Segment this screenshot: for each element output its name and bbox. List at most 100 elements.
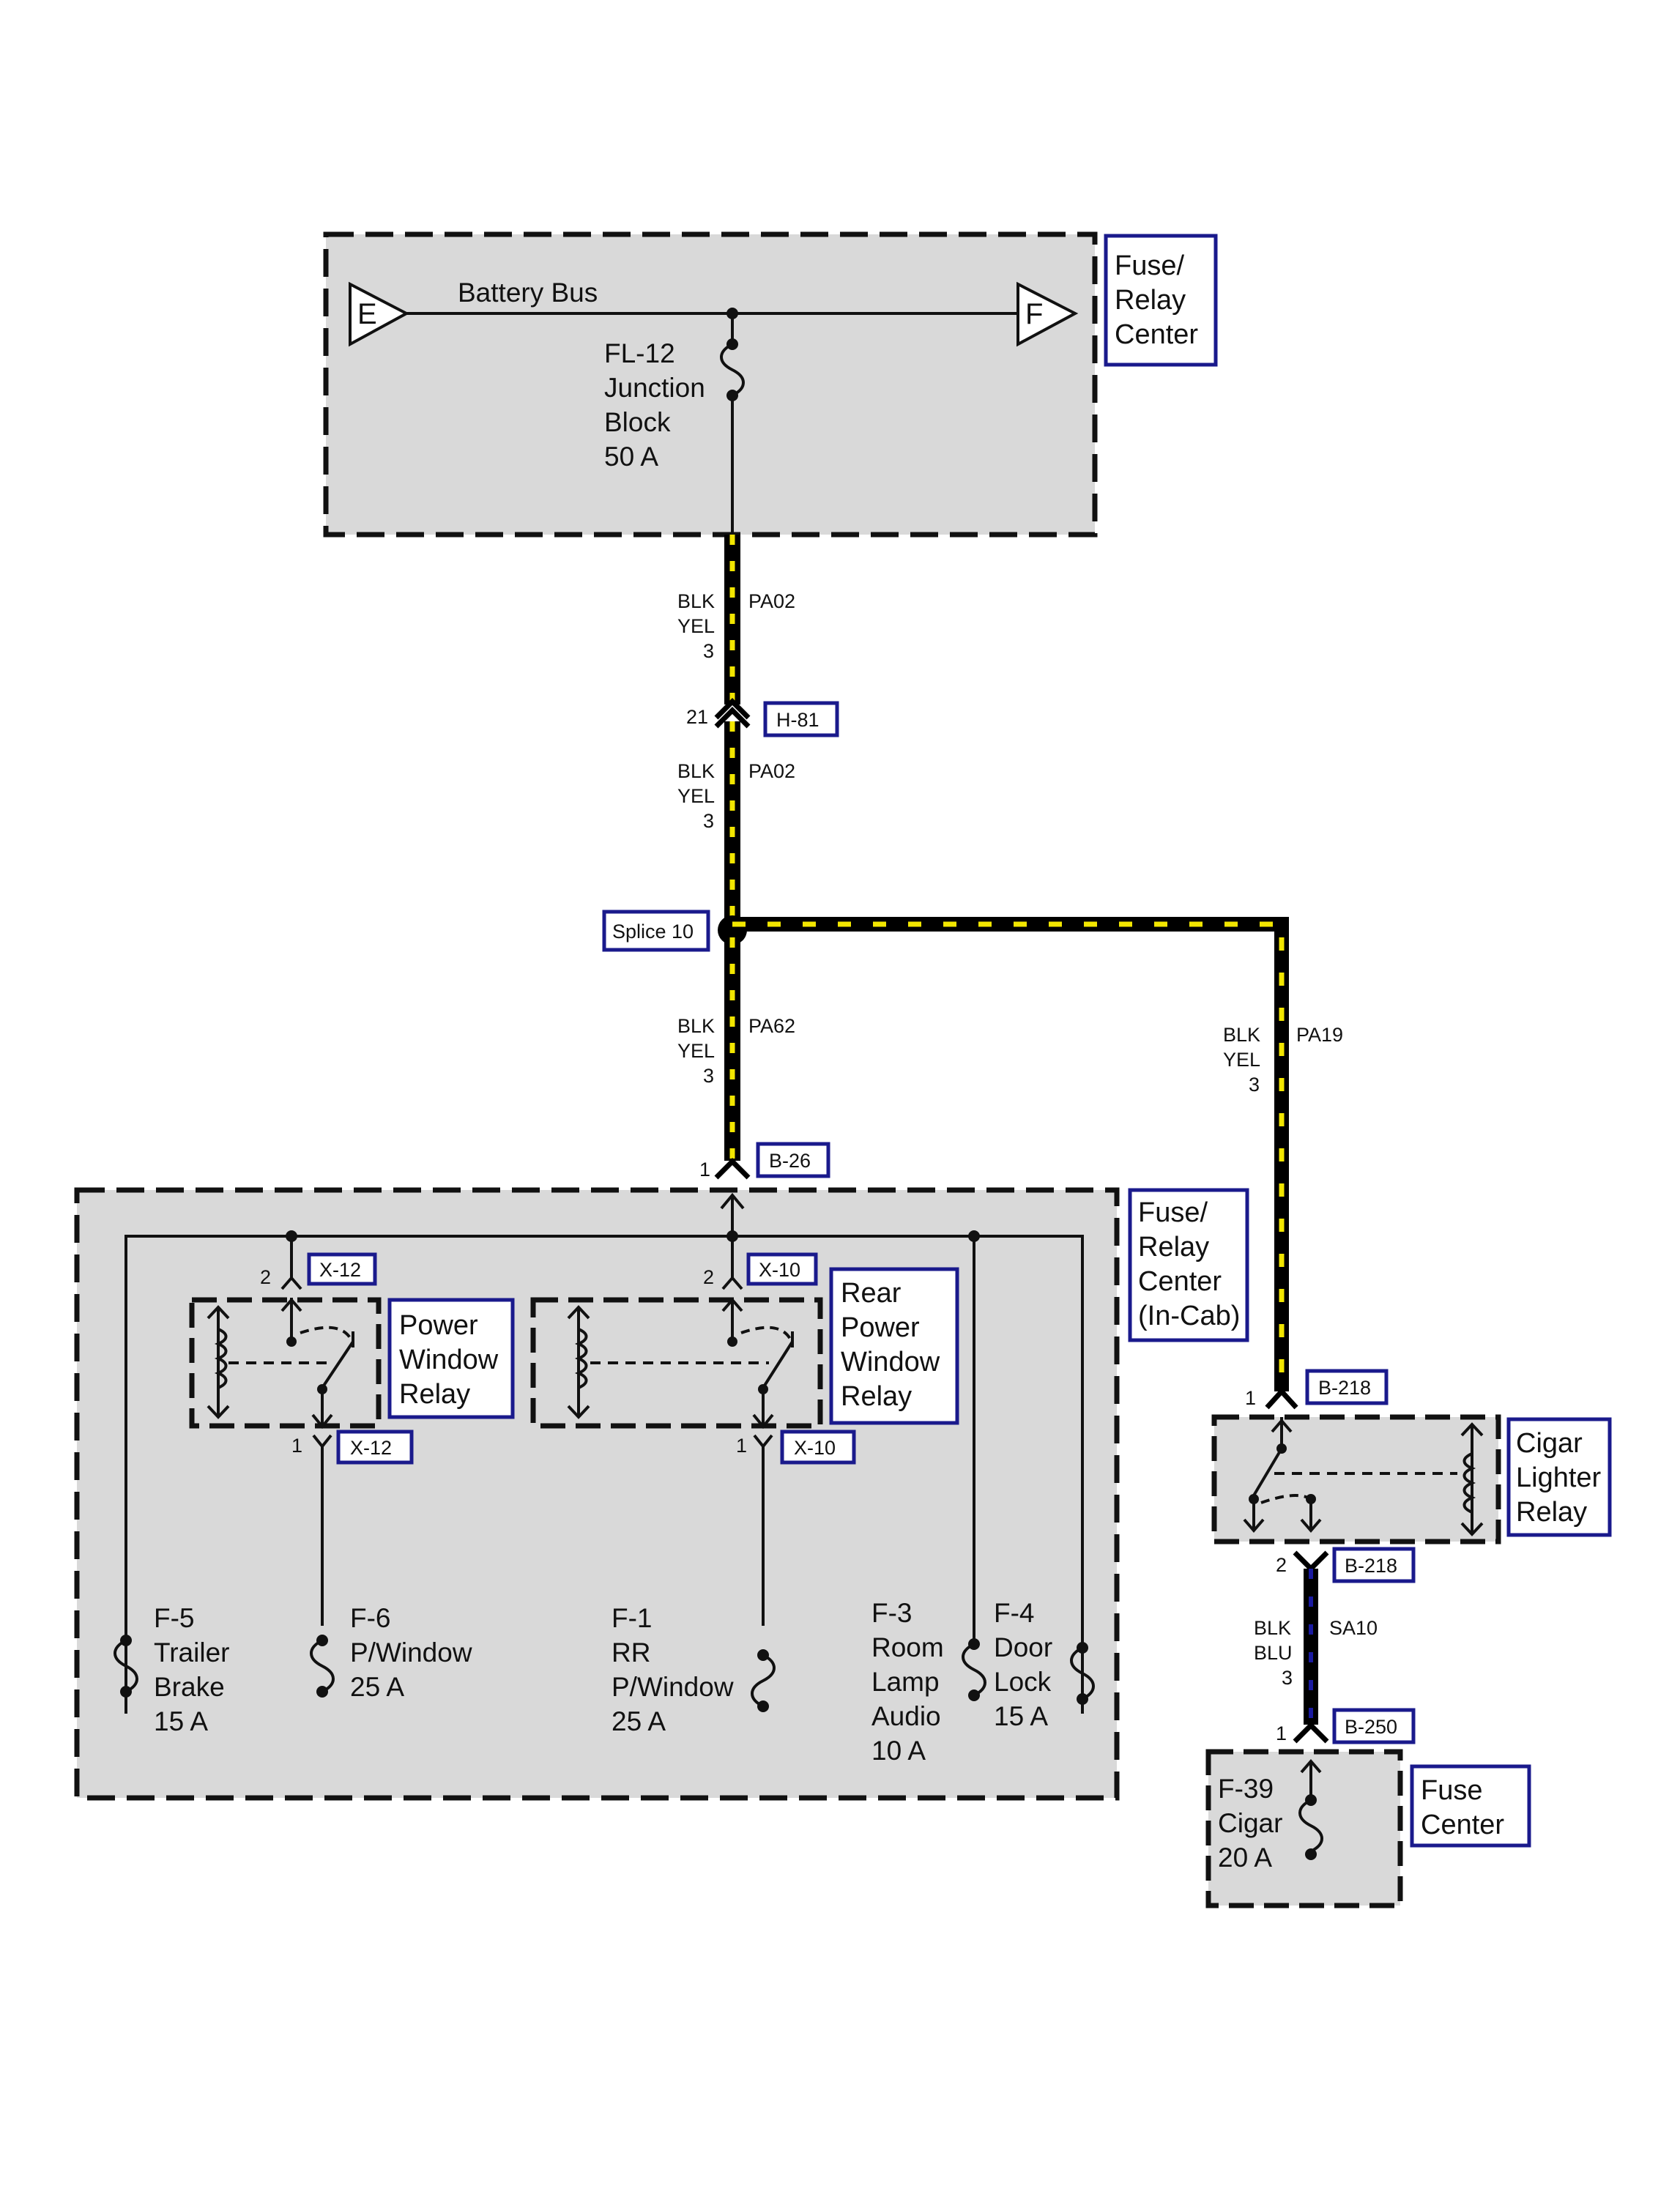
svg-text:2: 2 (703, 1266, 714, 1288)
svg-text:1: 1 (736, 1435, 747, 1457)
svg-text:1: 1 (1276, 1722, 1287, 1744)
fuse-f3-label-1: F-3 (871, 1598, 913, 1628)
svg-text:1: 1 (699, 1159, 710, 1181)
svg-text:Power: Power (399, 1310, 478, 1341)
battery-bus-label: Battery Bus (458, 278, 598, 308)
svg-text:2: 2 (1276, 1554, 1287, 1576)
fuse-f1-label-1: F-1 (612, 1603, 653, 1633)
fuse-f5-label-2: Trailer (154, 1637, 229, 1668)
svg-text:(In-Cab): (In-Cab) (1138, 1301, 1240, 1331)
connector-b26: 1 B-26 (699, 1142, 830, 1181)
fuse-fl12-label-2: Junction (604, 373, 705, 403)
harness-pa19 (732, 917, 1289, 1391)
in-cab-fuse-relay-center: 2 X-12 1 X-12 Power Window Relay (74, 1187, 1120, 1801)
fuse-f4-label-4: 15 A (994, 1701, 1048, 1731)
rear-power-window-relay-tag: Rear Power Window Relay (829, 1267, 959, 1425)
svg-text:B-218: B-218 (1318, 1377, 1371, 1399)
svg-text:Center: Center (1115, 319, 1198, 350)
fuse-center: F-39 Cigar 20 A (1205, 1749, 1403, 1908)
top-panel-tag: Fuse/ Relay Center (1104, 234, 1218, 367)
svg-text:Cigar: Cigar (1516, 1428, 1583, 1459)
svg-text:2: 2 (260, 1266, 271, 1288)
cigar-lighter-relay (1211, 1414, 1501, 1544)
svg-text:PA02: PA02 (748, 590, 795, 612)
svg-text:BLK: BLK (1254, 1617, 1291, 1639)
svg-text:PA19: PA19 (1296, 1024, 1343, 1046)
svg-text:X-10: X-10 (759, 1259, 800, 1281)
svg-text:3: 3 (703, 1065, 714, 1087)
svg-text:BLK: BLK (677, 590, 715, 612)
fuse-f5-label-3: Brake (154, 1672, 225, 1702)
svg-text:3: 3 (703, 810, 714, 832)
fuse-fl12 (720, 313, 745, 535)
svg-text:B-218: B-218 (1345, 1555, 1397, 1577)
top-fuse-relay-center: Battery Bus E F FL-12 Junction Block 50 … (323, 231, 1098, 538)
svg-text:Center: Center (1421, 1810, 1504, 1840)
fuse-f3-label-5: 10 A (871, 1736, 926, 1766)
fuse-f39-label-3: 20 A (1218, 1843, 1272, 1873)
svg-text:BLK: BLK (677, 1015, 715, 1037)
svg-text:3: 3 (1249, 1074, 1260, 1096)
svg-text:Fuse/: Fuse/ (1115, 250, 1184, 281)
svg-text:BLK: BLK (1223, 1024, 1260, 1046)
svg-text:21: 21 (686, 706, 708, 728)
connector-h81: 21 H-81 (686, 698, 839, 737)
connector-e: E (349, 281, 410, 347)
svg-text:3: 3 (1282, 1667, 1293, 1689)
wire-pa19-label: BLK YEL 3 PA19 (1223, 1024, 1343, 1096)
svg-text:Relay: Relay (399, 1379, 470, 1410)
wire-sa10-label: BLK BLU 3 SA10 (1254, 1617, 1378, 1689)
svg-text:Rear: Rear (841, 1278, 902, 1309)
svg-text:H-81: H-81 (776, 709, 819, 731)
power-window-relay-tag: Power Window Relay (387, 1298, 515, 1419)
fuse-f3 (962, 1236, 986, 1701)
connector-x10-bottom: 1 X-10 (736, 1430, 856, 1465)
fuse-fl12-label-3: Block (604, 407, 671, 437)
wire-pa02-lower-label: BLK YEL 3 PA02 (677, 760, 795, 832)
svg-text:Relay: Relay (1516, 1497, 1587, 1528)
fuse-f39-label-1: F-39 (1218, 1774, 1274, 1804)
cigar-lighter-relay-tag: Cigar Lighter Relay (1506, 1417, 1612, 1537)
svg-text:X-12: X-12 (319, 1259, 361, 1281)
svg-text:YEL: YEL (677, 615, 715, 637)
svg-text:Relay: Relay (841, 1381, 912, 1412)
svg-text:PA62: PA62 (748, 1015, 795, 1037)
svg-text:1: 1 (291, 1435, 302, 1457)
fuse-fl12-label-4: 50 A (604, 442, 658, 472)
fuse-center-tag: Fuse Center (1410, 1764, 1531, 1848)
svg-text:Window: Window (841, 1347, 940, 1378)
fuse-f1-label-4: 25 A (612, 1706, 666, 1736)
svg-text:BLU: BLU (1254, 1642, 1293, 1664)
svg-text:3: 3 (703, 640, 714, 662)
fuse-f4-label-3: Lock (994, 1667, 1052, 1697)
svg-text:Window: Window (399, 1345, 499, 1375)
fuse-f5 (114, 1236, 138, 1698)
svg-text:E: E (357, 298, 377, 330)
in-cab-panel-tag: Fuse/ Relay Center (In-Cab) (1128, 1188, 1249, 1342)
fuse-f6-label-1: F-6 (350, 1603, 391, 1633)
rear-power-window-relay (530, 1236, 823, 1626)
svg-text:Power: Power (841, 1312, 920, 1343)
svg-text:Fuse: Fuse (1421, 1775, 1482, 1806)
fuse-f3-label-2: Room (871, 1632, 944, 1662)
fuse-f1-label-3: P/Window (612, 1672, 734, 1702)
svg-text:X-10: X-10 (794, 1437, 836, 1459)
svg-text:YEL: YEL (677, 785, 715, 807)
svg-text:BLK: BLK (677, 760, 715, 782)
connector-b218-bottom: 2 B-218 (1276, 1547, 1416, 1583)
svg-text:PA02: PA02 (748, 760, 795, 782)
connector-x12-bottom: 1 X-12 (291, 1430, 414, 1465)
connector-x10-top: 2 X-10 (703, 1252, 818, 1288)
fuse-f5-label-4: 15 A (154, 1706, 208, 1736)
wire-pa02-upper-label: BLK YEL 3 PA02 (677, 590, 795, 662)
svg-text:B-250: B-250 (1345, 1716, 1397, 1738)
fuse-f6-label-3: 25 A (350, 1672, 404, 1702)
power-window-relay (189, 1236, 382, 1626)
connector-b250: 1 B-250 (1276, 1708, 1416, 1744)
fuse-f5-label-1: F-5 (154, 1603, 195, 1633)
svg-text:B-26: B-26 (769, 1150, 811, 1172)
fuse-f3-label-4: Audio (871, 1701, 941, 1731)
fuse-f4 (1070, 1642, 1095, 1705)
fuse-fl12-label-1: FL-12 (604, 338, 675, 368)
